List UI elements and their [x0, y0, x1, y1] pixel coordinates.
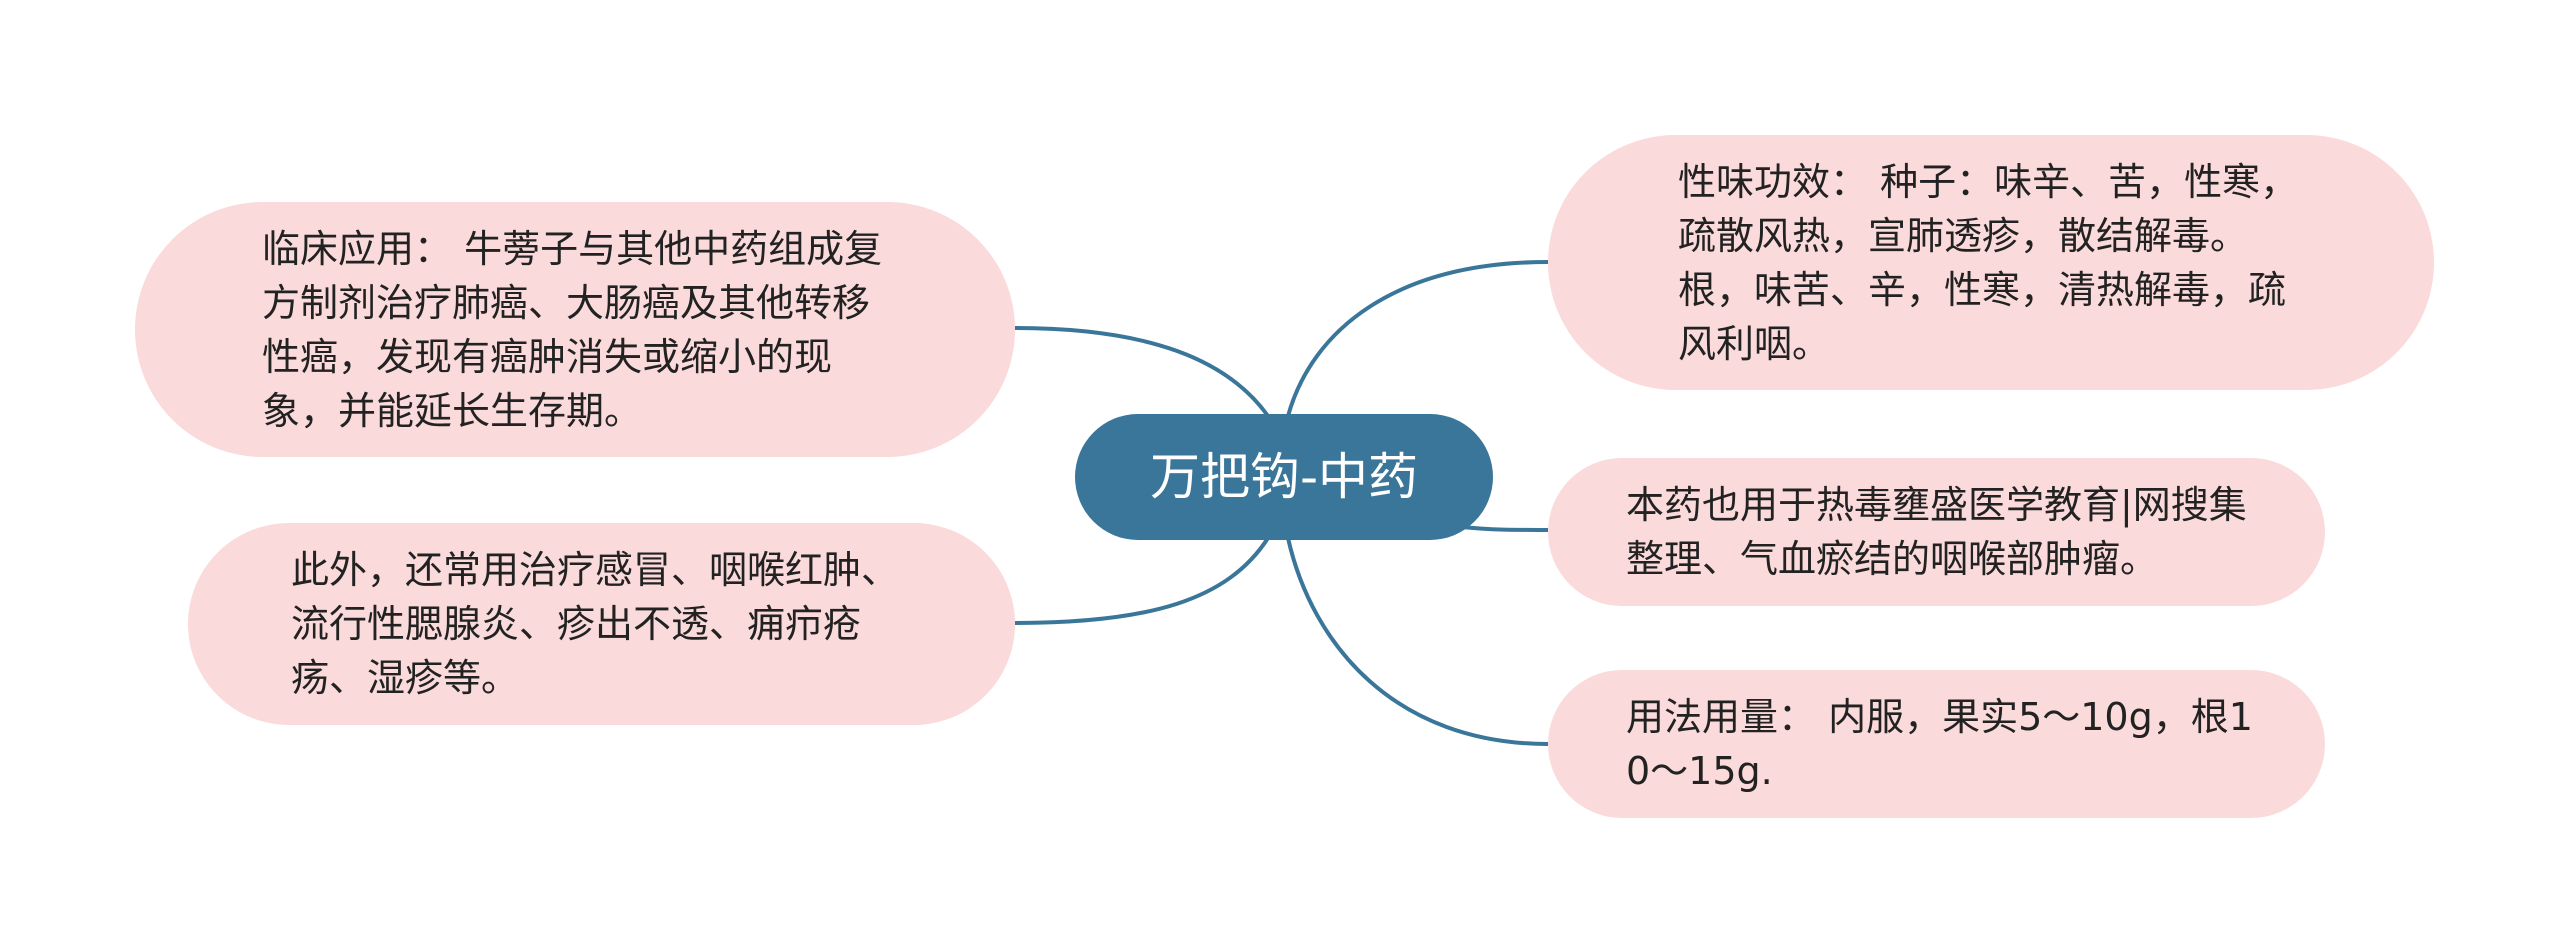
- connector-right-3: [1286, 537, 1549, 746]
- branch-text-tumor-use: 本药也用于热毒壅盛医学教育|网搜集整理、气血瘀结的咽喉部肿瘤。: [1626, 483, 2247, 581]
- branch-text-other-uses: 此外，还常用治疗感冒、咽喉红肿、流行性腮腺炎、疹出不透、痈疖疮疡、湿疹等。: [291, 548, 900, 700]
- branch-node-clinical-use[interactable]: 临床应用： 牛蒡子与其他中药组成复方制剂治疗肺癌、大肠癌及其他转移性癌，发现有癌…: [135, 202, 1015, 457]
- branch-node-dosage[interactable]: 用法用量： 内服，果实5～10g，根10～15g.: [1548, 670, 2325, 818]
- connector-left-1: [1014, 326, 1270, 418]
- branch-text-dosage: 用法用量： 内服，果实5～10g，根10～15g.: [1626, 695, 2253, 793]
- branch-node-properties[interactable]: 性味功效： 种子：味辛、苦，性寒，疏散风热，宣肺透疹，散结解毒。根，味苦、辛，性…: [1548, 135, 2434, 390]
- central-topic-label: 万把钩-中药: [1149, 448, 1419, 506]
- central-topic-node[interactable]: 万把钩-中药: [1075, 414, 1493, 540]
- connector-right-1: [1286, 260, 1549, 417]
- branch-text-properties: 性味功效： 种子：味辛、苦，性寒，疏散风热，宣肺透疹，散结解毒。根，味苦、辛，性…: [1678, 159, 2299, 366]
- branch-text-clinical-use: 临床应用： 牛蒡子与其他中药组成复方制剂治疗肺癌、大肠癌及其他转移性癌，发现有癌…: [262, 226, 883, 433]
- branch-node-tumor-use[interactable]: 本药也用于热毒壅盛医学教育|网搜集整理、气血瘀结的咽喉部肿瘤。: [1548, 458, 2325, 606]
- connector-left-2: [1014, 536, 1270, 625]
- connector-right-2: [1461, 525, 1549, 532]
- branch-node-other-uses[interactable]: 此外，还常用治疗感冒、咽喉红肿、流行性腮腺炎、疹出不透、痈疖疮疡、湿疹等。: [188, 523, 1015, 725]
